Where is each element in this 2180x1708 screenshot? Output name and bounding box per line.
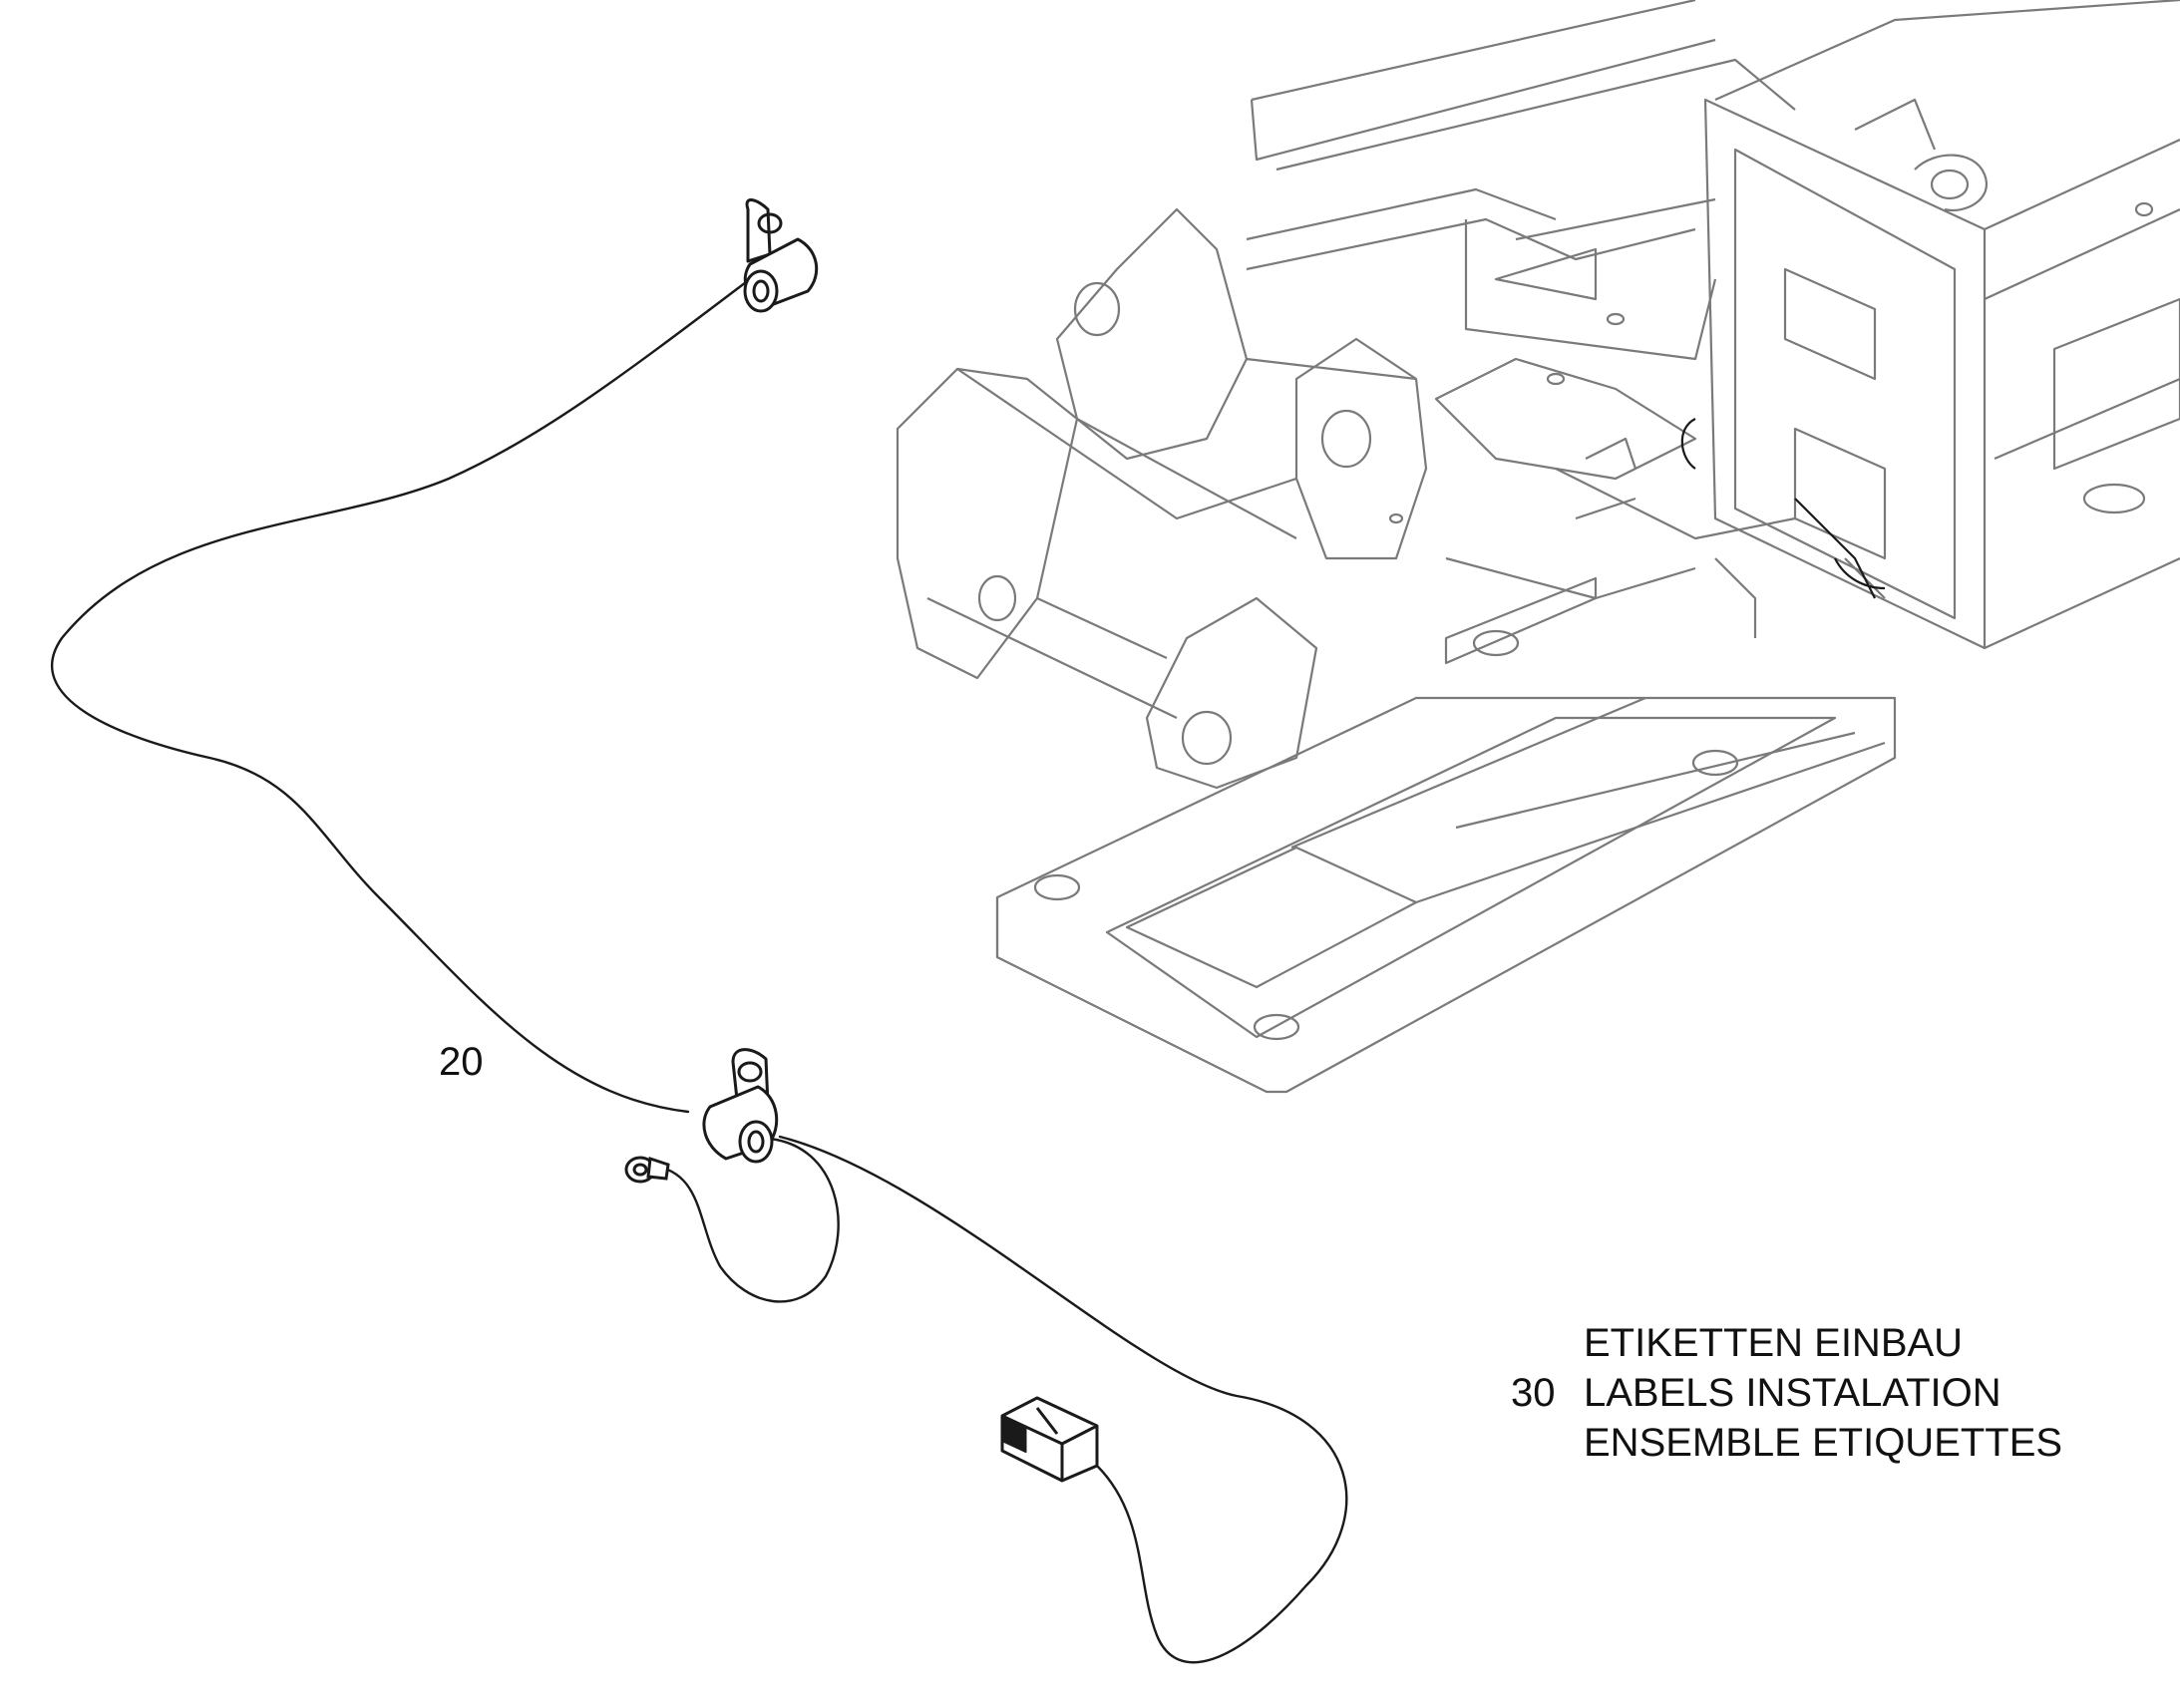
callout-item-30-line-en: LABELS INSTALATION — [1584, 1371, 2001, 1415]
harness-cable-ring-branch — [656, 1137, 840, 1303]
frame-harness — [1680, 418, 1886, 599]
p-clamp-middle — [702, 1048, 779, 1164]
callout-item-30-line-fr: ENSEMBLE ETIQUETTES — [1584, 1421, 2062, 1465]
machine-frame — [896, 0, 2180, 1094]
ring-terminal — [624, 1156, 670, 1184]
callout-item-30-number: 30 — [1511, 1371, 1556, 1415]
connector-plug — [1000, 1396, 1099, 1483]
callout-item-30-line-de: ETIKETTEN EINBAU — [1584, 1321, 1963, 1365]
p-clamp-upper — [743, 198, 819, 313]
wire-harness-item-20 — [50, 277, 1348, 1664]
callout-item-20: 20 — [439, 1040, 484, 1084]
harness-cable-main — [50, 277, 752, 1114]
callout-item-30: 30 ETIKETTEN EINBAU LABELS INSTALATION E… — [1511, 1321, 2062, 1465]
harness-cable-lower — [778, 1135, 1348, 1664]
